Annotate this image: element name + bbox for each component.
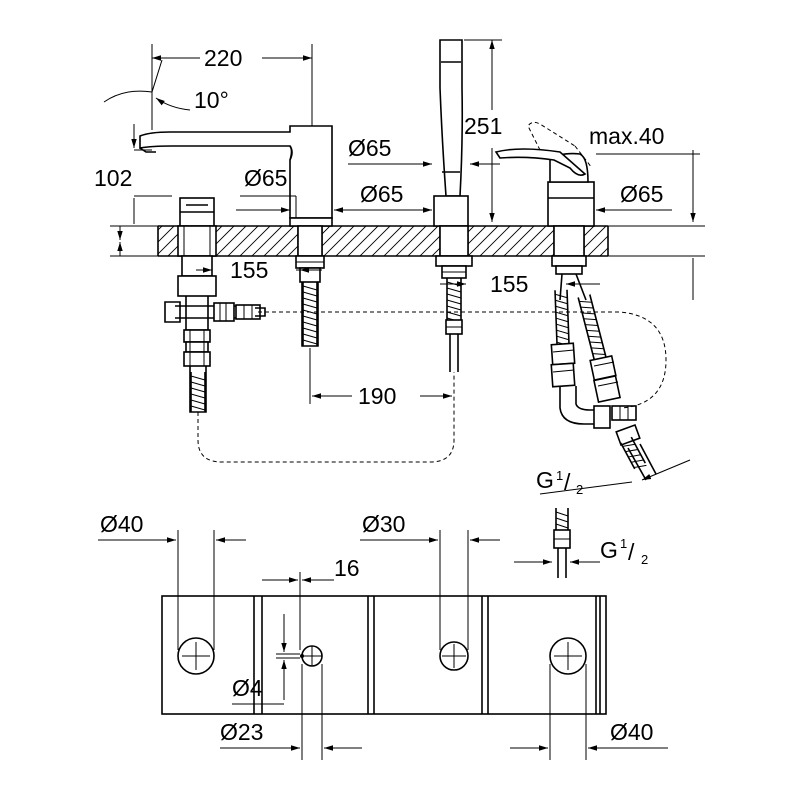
thread-callout-upper: G 1 / 2 xyxy=(536,459,691,497)
fraction-slash-lower: / xyxy=(628,539,635,565)
dimension-dia4: Ø4 xyxy=(232,614,300,705)
dimension-dia65-mixer: Ø65 xyxy=(596,181,672,213)
dimension-190: 190 xyxy=(309,348,452,409)
label-max40: max.40 xyxy=(589,123,664,149)
label-g-upper: G xyxy=(536,467,554,493)
label-155-left: 155 xyxy=(230,257,268,283)
label-dia23: Ø23 xyxy=(220,719,263,745)
dimension-dia30: Ø30 xyxy=(360,511,500,650)
label-dia65-d: Ø65 xyxy=(620,181,663,207)
dimension-dia65-deck: Ø65 xyxy=(336,181,432,213)
thread-callout-lower: G 1 / 2 xyxy=(514,508,648,578)
fraction-slash-upper: / xyxy=(564,469,571,495)
label-g-upper-num: 1 xyxy=(556,468,563,483)
dimension-155-left: 155 xyxy=(196,257,322,283)
dimension-155-right: 155 xyxy=(440,271,600,297)
label-190: 190 xyxy=(358,383,396,409)
label-155-right: 155 xyxy=(490,271,528,297)
label-g-lower-num: 1 xyxy=(620,536,627,551)
single-lever-mixer xyxy=(494,121,657,481)
label-dia40-left: Ø40 xyxy=(100,511,143,537)
label-dia65-a: Ø65 xyxy=(244,165,287,191)
dimension-10-degree: 10° xyxy=(103,59,229,113)
label-102: 102 xyxy=(94,165,132,191)
label-dia65-b: Ø65 xyxy=(348,135,391,161)
hose-routing xyxy=(197,311,667,463)
dimension-dia23: Ø23 xyxy=(220,664,362,760)
label-16: 16 xyxy=(334,555,360,581)
dimension-102: 102 xyxy=(94,124,172,224)
deck-plan-view xyxy=(161,595,607,715)
label-251: 251 xyxy=(464,113,502,139)
bath-spout xyxy=(139,125,333,347)
dimension-dia40-right: Ø40 xyxy=(510,664,668,760)
label-dia40-right: Ø40 xyxy=(610,719,653,745)
label-g-lower: G xyxy=(600,537,618,563)
dimension-220: 220 xyxy=(151,44,313,130)
label-10-degree: 10° xyxy=(194,87,229,113)
label-dia30: Ø30 xyxy=(362,511,405,537)
label-g-upper-den: 2 xyxy=(576,482,583,497)
dimension-dia65-shower: Ø65 xyxy=(348,135,500,167)
diverter-valve xyxy=(164,197,266,413)
dimension-max40: max.40 xyxy=(589,123,700,222)
dimension-251: 251 xyxy=(464,39,502,222)
dimension-dia40-left: Ø40 xyxy=(98,511,246,650)
label-g-lower-den: 2 xyxy=(641,552,648,567)
label-220: 220 xyxy=(204,45,242,71)
hand-shower xyxy=(433,39,473,372)
label-dia4: Ø4 xyxy=(232,675,263,701)
label-dia65-c: Ø65 xyxy=(360,181,403,207)
dimension-16: 16 xyxy=(262,555,360,650)
